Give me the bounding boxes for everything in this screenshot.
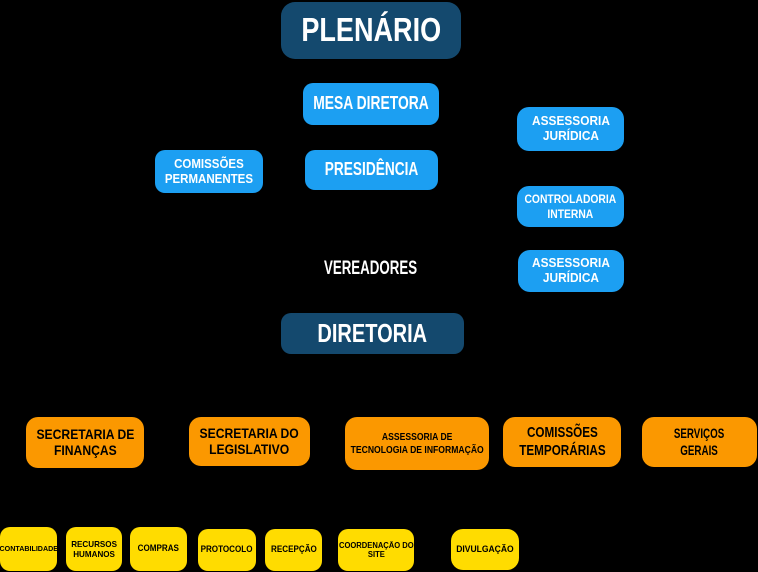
node-assessoria-ti: ASSESSORIA DE TECNOLOGIA DE INFORMAÇÃO (345, 417, 489, 470)
node-comissoes-temporarias: COMISSÕES TEMPORÁRIAS (503, 417, 621, 467)
node-contabilidade: CONTABILIDADE (0, 527, 58, 571)
node-assessoria-ti-label: ASSESSORIA DE TECNOLOGIA DE INFORMAÇÃO (350, 431, 484, 456)
node-presidencia: PRESIDÊNCIA (305, 150, 438, 190)
node-diretoria-label: DIRETORIA (317, 318, 428, 349)
node-mesa-diretora: MESA DIRETORA (303, 83, 439, 125)
node-assessoria-juridica-2-label: ASSESSORIA JURÍDICA (532, 256, 610, 285)
node-controladoria-interna: CONTROLADORIA INTERNA (517, 186, 624, 227)
node-compras-label: COMPRAS (137, 543, 180, 555)
node-vereadores: VEREADORES (311, 256, 431, 282)
node-compras: COMPRAS (130, 527, 187, 571)
node-comissoes-temporarias-label: COMISSÕES TEMPORÁRIAS (518, 424, 606, 459)
node-vereadores-label: VEREADORES (324, 257, 418, 279)
node-plenario: PLENÁRIO (281, 2, 461, 59)
node-servicos-gerais-label: SERVIÇOS GERAIS (674, 425, 725, 458)
node-protocolo: PROTOCOLO (198, 529, 256, 571)
node-assessoria-juridica-1-label: ASSESSORIA JURÍDICA (531, 114, 610, 143)
node-recursos-humanos: RECURSOS HUMANOS (66, 527, 122, 571)
node-protocolo-label: PROTOCOLO (201, 544, 253, 556)
node-mesa-diretora-label: MESA DIRETORA (313, 93, 429, 114)
node-diretoria: DIRETORIA (281, 313, 464, 354)
node-secretaria-financas: SECRETARIA DE FINANÇAS (26, 417, 144, 468)
node-recepcao-label: RECEPÇÃO (270, 544, 317, 556)
node-plenario-label: PLENÁRIO (301, 11, 441, 49)
node-assessoria-juridica-1: ASSESSORIA JURÍDICA (517, 107, 624, 151)
node-assessoria-juridica-2: ASSESSORIA JURÍDICA (518, 250, 624, 292)
node-secretaria-financas-label: SECRETARIA DE FINANÇAS (36, 426, 134, 458)
node-controladoria-interna-label: CONTROLADORIA INTERNA (524, 192, 617, 221)
node-contabilidade-label: CONTABILIDADE (0, 543, 58, 553)
node-recepcao: RECEPÇÃO (265, 529, 322, 571)
node-divulgacao: DIVULGAÇÃO (451, 529, 519, 570)
node-coordenacao-site-label: COORDENAÇÃO DO SITE (338, 540, 414, 559)
node-comissoes-permanentes: COMISSÕES PERMANENTES (155, 150, 263, 193)
node-coordenacao-site: COORDENAÇÃO DO SITE (338, 529, 414, 571)
node-secretaria-legislativo-label: SECRETARIA DO LEGISLATIVO (199, 425, 300, 457)
node-comissoes-permanentes-label: COMISSÕES PERMANENTES (164, 156, 254, 186)
node-servicos-gerais: SERVIÇOS GERAIS (642, 417, 757, 467)
node-secretaria-legislativo: SECRETARIA DO LEGISLATIVO (189, 417, 310, 466)
node-presidencia-label: PRESIDÊNCIA (324, 159, 419, 180)
node-divulgacao-label: DIVULGAÇÃO (456, 543, 514, 555)
node-recursos-humanos-label: RECURSOS HUMANOS (71, 538, 117, 559)
